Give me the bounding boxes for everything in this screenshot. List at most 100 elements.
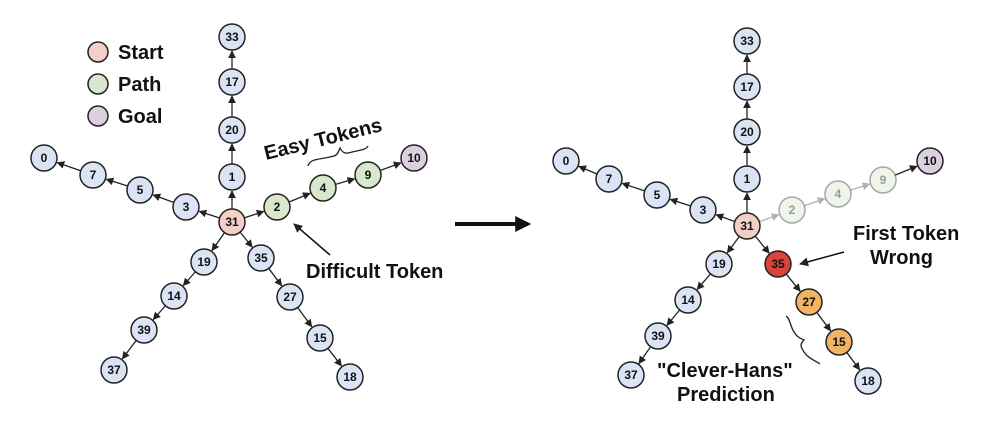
right-edge <box>666 309 681 326</box>
first-token-wrong-line1: First Token <box>853 223 959 245</box>
right-node-4 <box>824 180 852 208</box>
right-edge <box>726 236 740 254</box>
right-node-label-0: 0 <box>563 154 570 168</box>
right-edge <box>894 165 918 176</box>
right-node-31 <box>733 212 761 240</box>
left-edge <box>211 232 226 252</box>
right-node-39 <box>644 322 672 350</box>
right-node-label-19: 19 <box>712 257 726 271</box>
left-edge <box>152 193 175 204</box>
left-node-label-9: 9 <box>365 168 372 182</box>
left-edge <box>288 192 311 203</box>
left-node-19 <box>190 248 218 276</box>
left-annotations: Easy Tokens Difficult Token <box>262 114 444 283</box>
right-node-35 <box>764 250 792 278</box>
left-node-label-35: 35 <box>254 251 268 265</box>
right-node-label-35: 35 <box>771 257 785 271</box>
right-node-label-20: 20 <box>740 125 754 139</box>
right-node-label-9: 9 <box>880 173 887 187</box>
left-edge <box>244 209 265 219</box>
left-edge <box>297 307 313 328</box>
left-node-33 <box>218 23 246 51</box>
left-node-7 <box>79 161 107 189</box>
first-token-wrong-arrow <box>799 251 845 267</box>
right-node-3 <box>689 196 717 224</box>
left-node-label-1: 1 <box>229 170 236 184</box>
right-edge <box>669 197 691 207</box>
legend-path-swatch <box>87 73 109 95</box>
left-node-14 <box>160 282 188 310</box>
legend-start-label: Start <box>118 42 164 64</box>
left-node-label-7: 7 <box>90 168 97 182</box>
right-node-label-1: 1 <box>744 172 751 186</box>
right-edge <box>816 312 832 332</box>
easy-tokens-brace <box>307 145 369 167</box>
right-node-label-2: 2 <box>789 203 796 217</box>
left-node-label-10: 10 <box>407 151 421 165</box>
left-node-37 <box>100 356 128 384</box>
right-edge <box>850 182 871 191</box>
left-node-label-4: 4 <box>320 181 327 195</box>
left-node-10 <box>400 144 428 172</box>
right-edge <box>696 273 712 290</box>
right-node-14 <box>674 286 702 314</box>
left-node-39 <box>130 316 158 344</box>
right-node-label-27: 27 <box>802 295 816 309</box>
legend-path-label: Path <box>118 74 161 96</box>
left-node-3 <box>172 193 200 221</box>
right-edge <box>754 235 770 254</box>
right-edge <box>759 213 780 223</box>
left-edge <box>56 161 81 172</box>
right-node-7 <box>595 165 623 193</box>
clever-hans-line2: Prediction <box>677 384 775 406</box>
right-node-label-33: 33 <box>740 34 754 48</box>
right-node-15 <box>825 328 853 356</box>
right-node-label-15: 15 <box>832 335 846 349</box>
left-edge <box>335 177 356 186</box>
left-node-15 <box>306 324 334 352</box>
clever-hans-brace <box>785 315 821 365</box>
right-edge <box>846 352 861 371</box>
right-node-2 <box>778 196 806 224</box>
left-node-label-17: 17 <box>225 75 239 89</box>
left-node-31 <box>218 208 246 236</box>
right-node-label-5: 5 <box>654 188 661 202</box>
right-node-label-39: 39 <box>651 329 665 343</box>
left-node-label-14: 14 <box>167 289 181 303</box>
left-node-1 <box>218 163 246 191</box>
legend-goal-swatch <box>87 105 109 127</box>
left-node-18 <box>336 363 364 391</box>
left-node-label-5: 5 <box>137 183 144 197</box>
left-node-label-37: 37 <box>107 363 121 377</box>
left-node-label-39: 39 <box>137 323 151 337</box>
first-token-wrong-line2: Wrong <box>870 247 933 269</box>
left-edge <box>239 231 253 248</box>
left-node-label-31: 31 <box>225 215 239 229</box>
left-edge <box>105 177 128 187</box>
left-node-4 <box>309 174 337 202</box>
right-node-19 <box>705 250 733 278</box>
right-node-10 <box>916 147 944 175</box>
right-edge <box>578 165 598 175</box>
right-node-17 <box>733 73 761 101</box>
legend-goal-label: Goal <box>118 106 162 128</box>
left-edge <box>121 340 137 360</box>
easy-tokens-label: Easy Tokens <box>262 114 385 165</box>
right-node-label-18: 18 <box>861 374 875 388</box>
right-node-label-7: 7 <box>606 172 613 186</box>
right-edge <box>638 346 652 365</box>
right-node-0 <box>552 147 580 175</box>
left-edge <box>198 209 220 219</box>
right-edge <box>804 197 826 207</box>
left-node-20 <box>218 116 246 144</box>
left-node-2 <box>263 193 291 221</box>
left-node-0 <box>30 144 58 172</box>
right-node-18 <box>854 367 882 395</box>
right-node-label-31: 31 <box>740 219 754 233</box>
right-node-33 <box>733 27 761 55</box>
right-node-27 <box>795 288 823 316</box>
left-edge <box>379 161 402 172</box>
right-node-37 <box>617 361 645 389</box>
